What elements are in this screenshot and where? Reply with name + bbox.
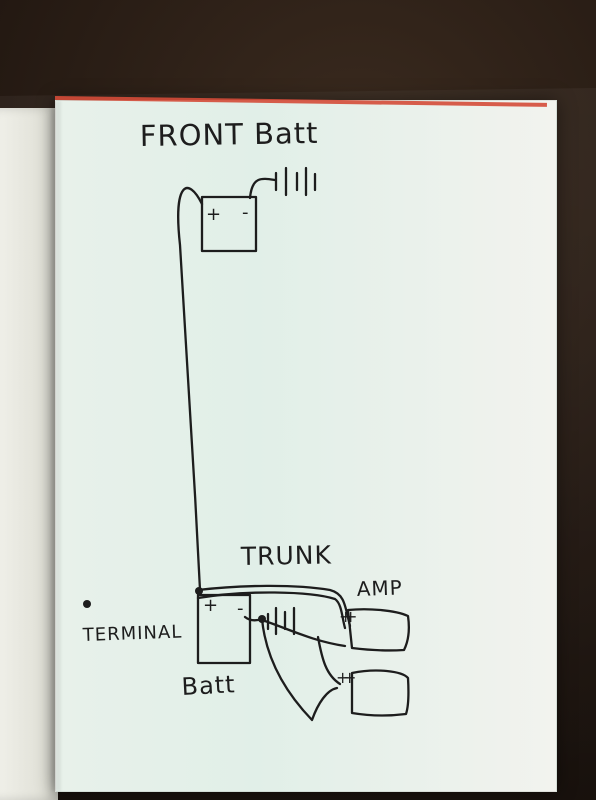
amp-top-positive-mark: + (339, 607, 353, 626)
main-power-cable (177, 186, 204, 592)
connection-dots (83, 587, 266, 623)
amp-bottom-positive-mark: + (336, 668, 350, 687)
amp-positive-cable-2 (196, 591, 347, 630)
terminal-dot (83, 600, 91, 608)
front-ground-wire (248, 177, 277, 200)
main-paper-sheet (55, 100, 557, 792)
trunk-label: TRUNK (240, 540, 333, 571)
front-ground-symbol (274, 166, 317, 197)
ground-to-bottom-amp (316, 635, 342, 686)
front-negative-mark: - (242, 202, 250, 223)
terminal-label: TERMINAL (81, 622, 182, 646)
amplifier-top (346, 608, 410, 652)
amplifier-bottom (350, 669, 410, 717)
front-batt-label: FRONT Batt (140, 116, 319, 153)
trunk-positive-mark: + (203, 595, 219, 616)
trunk-batt-label: Batt (181, 670, 236, 701)
ground-junction-dot (258, 615, 266, 623)
front-battery-box (200, 195, 258, 253)
amp-label: AMP (356, 575, 403, 601)
front-positive-mark: + (206, 204, 222, 225)
ground-loop-lower (260, 617, 339, 722)
amp-positive-cable-1 (196, 584, 352, 628)
amp-bottom-positive-mark-2: + (343, 668, 357, 687)
positive-junction-dot (195, 587, 203, 595)
trunk-negative-mark: - (237, 598, 245, 619)
left-paper-strip (0, 108, 58, 800)
amp-top-positive-mark-2: + (344, 607, 358, 626)
ground-to-top-amp (260, 618, 347, 648)
